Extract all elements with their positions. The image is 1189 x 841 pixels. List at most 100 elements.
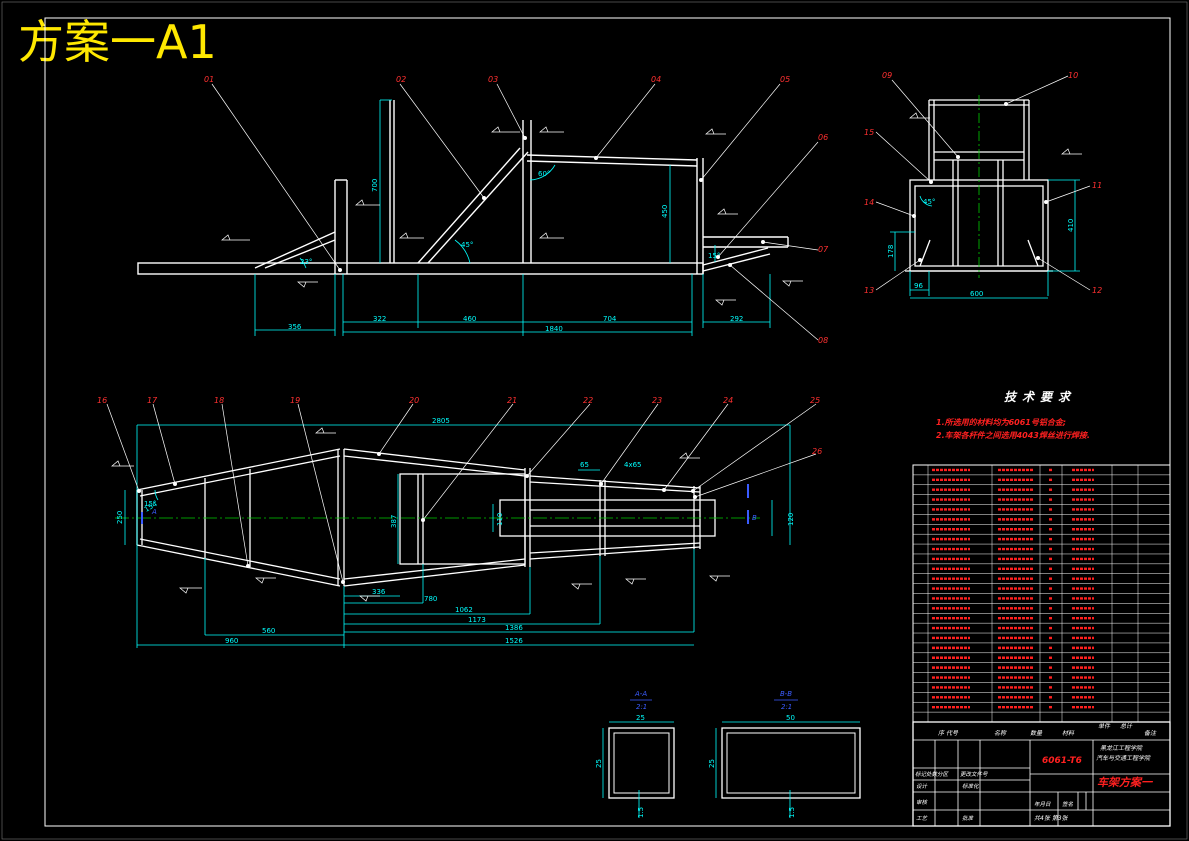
side-view-frame <box>137 100 789 275</box>
balloon-09: 09 <box>882 71 892 80</box>
side-view-dimension-texts: 356 322 460 704 1840 292 700 450 60° 45°… <box>288 170 743 333</box>
section-mark-a: A <box>151 508 157 516</box>
plan-view: A B <box>97 396 822 648</box>
sign-label-process: 工艺 <box>916 815 929 822</box>
section-mark-b: B <box>752 514 757 522</box>
college-name: 汽车与交通工程学院 <box>1096 754 1151 762</box>
balloon-22: 22 <box>583 396 593 405</box>
section-b-thickness: 1.5 <box>788 807 796 818</box>
plan-view-leaders <box>106 403 817 583</box>
sign-label-review: 审核 <box>916 799 929 806</box>
section-b-scale: 2:1 <box>781 703 792 711</box>
dim-410: 410 <box>1067 219 1075 232</box>
balloon-01: 01 <box>204 75 214 84</box>
end-view-dimension-texts: 410 178 96 600 45° <box>887 198 1075 298</box>
dim-1526: 1526 <box>505 637 523 645</box>
dim-704: 704 <box>603 315 617 323</box>
balloon-06: 06 <box>818 133 828 142</box>
technical-note-1: 1.所选用的材料均为6061号铝合金; <box>936 418 1067 427</box>
dim-1386: 1386 <box>505 624 523 632</box>
balloon-11: 11 <box>1092 181 1102 190</box>
dim-960: 960 <box>225 637 238 645</box>
weld-symbols <box>221 126 803 306</box>
dim-45-deg: 45° <box>461 241 473 249</box>
section-a: A-A 2:1 25 25 1.5 <box>595 690 675 818</box>
dim-4x65: 4x65 <box>624 461 642 469</box>
sheet-info: 共4张 第3张 <box>1034 814 1069 822</box>
end-view-dimension-lines <box>890 179 1080 299</box>
dim-60-deg: 60° <box>538 170 550 178</box>
plan-view-dimension-texts: 2805 250 387 110 120 65 4x65 336 780 106… <box>116 417 795 645</box>
dim-45-deg-end: 45° <box>923 198 935 206</box>
dim-110: 110 <box>496 513 504 526</box>
dim-292: 292 <box>730 315 743 323</box>
section-b: B-B 2:1 50 25 1.5 <box>708 690 861 818</box>
dim-700: 700 <box>371 179 379 192</box>
balloon-21: 21 <box>507 396 517 405</box>
dim-336: 336 <box>372 588 386 596</box>
balloon-14: 14 <box>864 198 874 207</box>
section-a-thickness: 1.5 <box>637 807 645 818</box>
section-b-label: B-B <box>780 690 792 698</box>
side-view-leaders <box>211 83 819 341</box>
dim-250: 250 <box>116 511 124 524</box>
title-block-grid <box>912 721 1171 827</box>
balloon-05: 05 <box>780 75 790 84</box>
plan-view-weld-symbols <box>111 427 730 602</box>
dim-560: 560 <box>262 627 275 635</box>
dim-15-deg: 15° <box>708 252 720 260</box>
dim-1840: 1840 <box>545 325 563 333</box>
balloon-23: 23 <box>652 396 662 405</box>
section-b-height: 25 <box>708 759 716 768</box>
drawing-number: 6061-T6 <box>1042 756 1082 766</box>
balloon-10: 10 <box>1068 71 1078 80</box>
header-name: 名称 <box>994 729 1007 737</box>
section-a-scale: 2:1 <box>636 703 647 711</box>
balloon-24: 24 <box>723 396 733 405</box>
balloon-02: 02 <box>396 75 406 84</box>
end-view-leaders <box>875 75 1091 291</box>
section-a-width: 25 <box>636 714 645 722</box>
section-marks: A B <box>141 484 757 524</box>
dim-387: 387 <box>390 515 398 528</box>
side-view-dimension-lines <box>254 99 771 336</box>
dim-2805: 2805 <box>432 417 450 425</box>
balloon-25: 25 <box>810 396 820 405</box>
balloon-12: 12 <box>1092 286 1102 295</box>
header-material: 材料 <box>1062 729 1075 737</box>
balloon-19: 19 <box>290 396 300 405</box>
dim-450: 450 <box>661 205 669 218</box>
dim-322: 322 <box>373 315 386 323</box>
sign-label-design: 设计 <box>916 783 928 790</box>
plan-view-frame <box>136 448 716 587</box>
end-view-balloons: 09 10 11 12 13 14 15 <box>864 71 1102 295</box>
sheet-title: 方案一A1 <box>18 15 217 69</box>
dim-178: 178 <box>887 245 895 258</box>
dim-1062: 1062 <box>455 606 473 614</box>
balloon-17: 17 <box>147 396 158 405</box>
balloon-03: 03 <box>488 75 498 84</box>
sign-label-approve: 批准 <box>962 815 975 822</box>
header-code: 代号 <box>946 730 959 737</box>
dim-120: 120 <box>787 513 795 526</box>
header-unit: 单件 <box>1098 722 1111 730</box>
dim-23-deg: 23° <box>300 258 312 266</box>
dim-600: 600 <box>970 290 983 298</box>
drawing-name: 车架方案一 <box>1097 776 1154 789</box>
side-view: 356 322 460 704 1840 292 700 450 60° 45°… <box>137 75 829 345</box>
sign-label-standard: 标准化 <box>962 783 980 790</box>
school-name: 黑龙江工程学院 <box>1100 744 1143 752</box>
sections: A-A 2:1 25 25 1.5 B-B 2:1 50 25 1.5 <box>595 690 861 818</box>
end-view-leader-dots <box>912 102 1048 262</box>
plan-view-leader-dots <box>137 452 697 584</box>
header-total: 总计 <box>1120 722 1133 730</box>
balloon-20: 20 <box>409 396 419 405</box>
parts-list <box>912 464 1171 723</box>
balloon-18: 18 <box>214 396 224 405</box>
side-view-balloons: 01 02 03 04 05 06 07 08 <box>204 75 829 345</box>
plan-view-dimension-lines <box>124 424 791 648</box>
header-seq: 序 <box>938 729 945 737</box>
balloon-16: 16 <box>97 396 107 405</box>
dim-356: 356 <box>288 323 302 331</box>
